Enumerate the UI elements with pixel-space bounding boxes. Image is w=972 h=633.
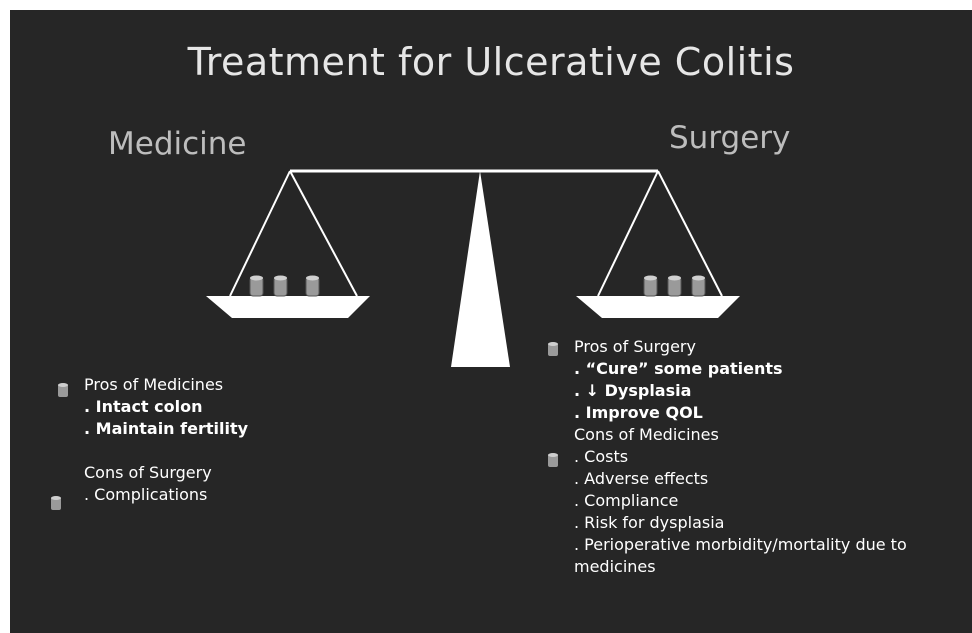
right-pan — [576, 171, 740, 318]
cylinder-weight-icon — [692, 276, 705, 297]
left-pro-item: . Maintain fertility — [84, 418, 248, 440]
pros-of-surgery-heading: Pros of Surgery — [574, 336, 696, 358]
right-con-item: . Compliance — [574, 490, 678, 512]
right-con-item: . Adverse effects — [574, 468, 708, 490]
right-pro-item: . “Cure” some patients — [574, 358, 783, 380]
scale-fulcrum — [451, 171, 510, 367]
cylinder-weight-icon — [250, 276, 263, 297]
right-con-item: medicines — [574, 556, 656, 578]
cylinder-weight-icon — [274, 276, 287, 297]
cons-of-medicines-heading: Cons of Medicines — [574, 424, 719, 446]
cons-of-surgery-heading: Cons of Surgery — [84, 462, 212, 484]
right-con-item: . Costs — [574, 446, 628, 468]
cylinder-weight-icon — [547, 341, 559, 357]
cylinder-weight-icon — [57, 382, 69, 398]
cylinder-weight-icon — [50, 495, 62, 511]
left-pro-item: . Intact colon — [84, 396, 202, 418]
right-con-item: . Risk for dysplasia — [574, 512, 724, 534]
cylinder-weight-icon — [306, 276, 319, 297]
cylinder-weight-icon — [547, 452, 559, 468]
right-con-item: . Perioperative morbidity/mortality due … — [574, 534, 907, 556]
right-pro-item: . Improve QOL — [574, 402, 703, 424]
cylinder-weight-icon — [668, 276, 681, 297]
slide: Treatment for Ulcerative Colitis Medicin… — [10, 10, 972, 633]
right-pro-item: . ↓ Dysplasia — [574, 380, 691, 402]
cylinder-weight-icon — [644, 276, 657, 297]
left-con-item: . Complications — [84, 484, 207, 506]
pros-of-medicines-heading: Pros of Medicines — [84, 374, 223, 396]
left-pan — [206, 171, 370, 318]
